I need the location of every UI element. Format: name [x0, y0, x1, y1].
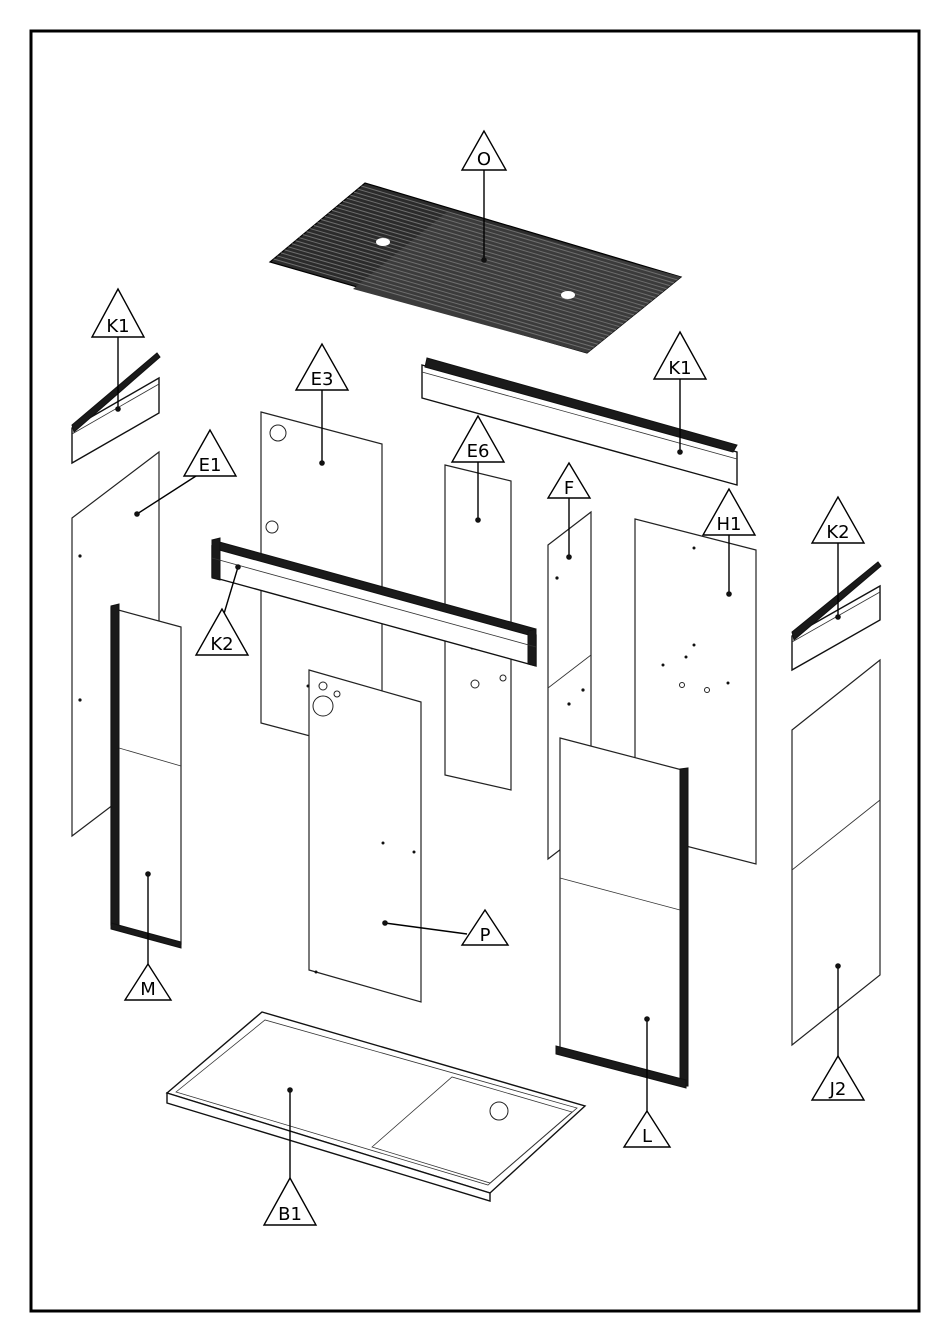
part-o-roof-panel [270, 183, 681, 353]
callout-m: M [125, 964, 171, 1000]
part-b1-shower-tray [167, 1012, 585, 1201]
part-p-front-panel [307, 670, 422, 1002]
part-j2-glass-panel [792, 660, 880, 1045]
callout-h1: H1 [703, 489, 755, 535]
label-b1: B1 [278, 1204, 302, 1225]
label-l: L [642, 1126, 652, 1147]
label-o: O [477, 149, 491, 170]
callout-p: P [462, 910, 508, 946]
callout-b1: B1 [264, 1178, 316, 1225]
label-j2: J2 [829, 1079, 847, 1100]
callout-f: F [548, 463, 590, 499]
part-l-door-panel [556, 738, 688, 1088]
callout-e6: E6 [452, 416, 504, 462]
label-k2-left: K2 [210, 634, 233, 655]
label-k1-right: K1 [668, 358, 691, 379]
label-h1: H1 [717, 514, 742, 535]
label-e3: E3 [311, 369, 334, 390]
callout-e1: E1 [184, 430, 236, 476]
label-k2-right: K2 [826, 522, 849, 543]
callout-k2-right: K2 [812, 497, 864, 543]
callout-k1-left: K1 [92, 289, 144, 337]
label-p: P [480, 925, 491, 946]
label-f: F [564, 478, 574, 499]
callout-k2-left: K2 [196, 609, 248, 655]
callout-k1-right: K1 [654, 332, 706, 379]
callout-e3: E3 [296, 344, 348, 390]
callout-l: L [624, 1111, 670, 1147]
callout-j2: J2 [812, 1056, 864, 1100]
label-e1: E1 [199, 455, 222, 476]
part-m-door-panel [111, 604, 181, 948]
label-m: M [140, 979, 156, 1000]
label-k1-left: K1 [106, 316, 129, 337]
label-e6: E6 [467, 441, 490, 462]
callout-o: O [462, 131, 506, 170]
